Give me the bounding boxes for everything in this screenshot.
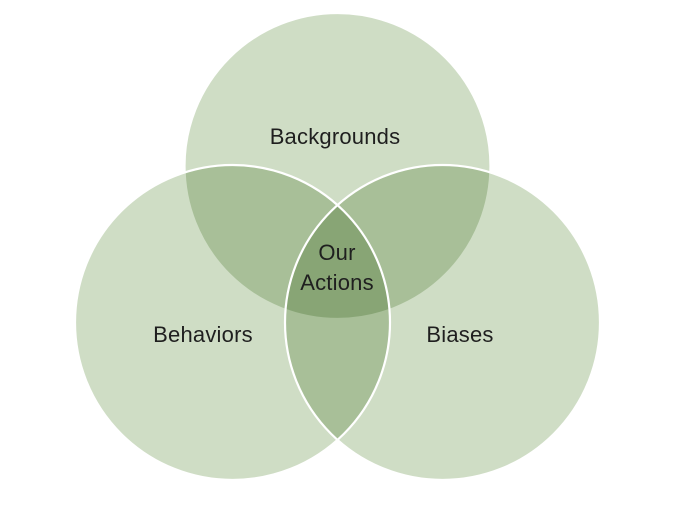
set-label-behaviors: Behaviors [153,322,253,347]
set-label-biases: Biases [426,322,494,347]
venn-circle-biases-fill [285,165,600,480]
set-label-backgrounds: Backgrounds [269,124,401,149]
venn-circle-biases-outline [283,163,602,482]
venn-circle-behaviors-outline [73,163,392,482]
center-intersection-label: Our Actions [300,240,374,295]
